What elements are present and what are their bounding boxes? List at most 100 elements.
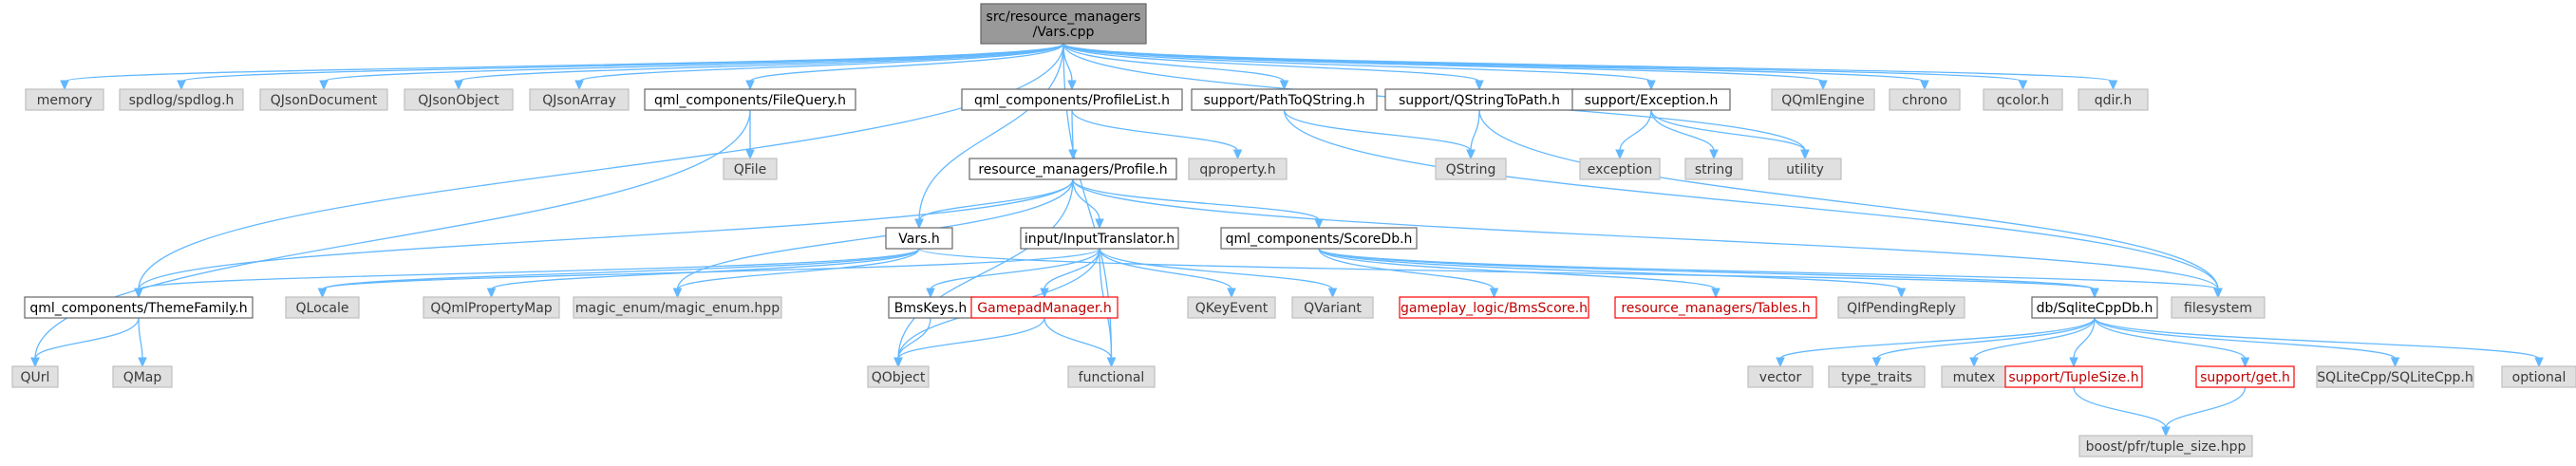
node-sqlitecpp-sqlitecpp-h: SQLiteCpp/SQLiteCpp.h xyxy=(2316,365,2474,388)
node-label: resource_managers/Profile.h xyxy=(978,162,1167,177)
node-label: utility xyxy=(1786,162,1824,177)
edge-root-to-qstringtopath xyxy=(1062,43,1484,91)
node-bmskeys-h[interactable]: BmsKeys.h xyxy=(888,296,973,319)
edge-vars-to-magicenum xyxy=(672,248,920,299)
node-label: support/QStringToPath.h xyxy=(1399,93,1560,108)
node-label: boost/pfr/tuple_size.hpp xyxy=(2086,439,2247,455)
node-label: chrono xyxy=(1902,93,1947,108)
edge-inputtranslator-to-qlocale xyxy=(317,248,1100,299)
edge-gamepadmanager-to-qobject xyxy=(893,317,1045,368)
edge-sqlitecppdb-to-vector xyxy=(1776,317,2096,368)
node-label: QKeyEvent xyxy=(1195,301,1269,316)
node-label: optional xyxy=(2512,370,2567,385)
node-label: qml_components/ProfileList.h xyxy=(974,93,1170,108)
node-label: mutex xyxy=(1953,370,1996,385)
edge-root-to-pathtoqstring xyxy=(1062,43,1289,91)
node-label: QObject xyxy=(872,370,926,385)
node-label: spdlog/spdlog.h xyxy=(129,93,235,108)
node-db-sqlitecppdb-h[interactable]: db/SqliteCppDb.h xyxy=(2031,296,2158,319)
node-label: BmsKeys.h xyxy=(894,301,968,316)
node-qml-components-filequery-h[interactable]: qml_components/FileQuery.h xyxy=(644,88,856,111)
node-label: gameplay_logic/BmsScore.h xyxy=(1401,301,1588,316)
node-label: input/InputTranslator.h xyxy=(1025,232,1175,247)
edge-pathtoqstring-to-qstring xyxy=(1283,109,1476,160)
node-label: QQmlEngine xyxy=(1781,93,1865,108)
node-spdlog-spdlog-h: spdlog/spdlog.h xyxy=(119,88,244,111)
edge-profilelist-to-profile xyxy=(1068,109,1078,160)
edge-sqlitecppdb-to-optional xyxy=(2094,317,2544,368)
edge-scoredb-to-tables xyxy=(1318,248,1720,299)
edge-scoredb-to-qifpendingreply xyxy=(1318,248,1907,299)
node-label: support/PathToQString.h xyxy=(1203,93,1364,108)
edge-root-to-filequery xyxy=(745,43,1064,91)
node-mutex: mutex xyxy=(1941,365,2007,388)
node-qcolor-h: qcolor.h xyxy=(1983,88,2063,111)
node-boost-pfr-tuple-size-hpp: boost/pfr/tuple_size.hpp xyxy=(2078,435,2253,457)
node-label: QUrl xyxy=(21,370,50,385)
node-support-get-h[interactable]: support/get.h xyxy=(2195,365,2295,388)
edge-scoredb-to-bmsscore xyxy=(1318,248,1499,299)
node-qstring: QString xyxy=(1435,158,1507,180)
node-qqmlpropertymap: QQmlPropertyMap xyxy=(423,296,560,319)
node-qfile: QFile xyxy=(723,158,778,180)
node-filesystem: filesystem xyxy=(2171,296,2266,319)
edge-sqlitecppdb-to-type_traits xyxy=(1871,317,2096,368)
node-label: qcolor.h xyxy=(1997,93,2049,108)
edge-inputtranslator-to-bmskeys xyxy=(926,248,1100,299)
edge-scoredb-to-sqlitecppdb xyxy=(1318,248,2099,299)
node-label: QQmlPropertyMap xyxy=(430,301,552,316)
edge-profile-to-vars xyxy=(914,178,1074,230)
node-label: functional xyxy=(1079,370,1145,385)
node-qml-components-profilelist-h[interactable]: qml_components/ProfileList.h xyxy=(961,88,1183,111)
node-qvariant: QVariant xyxy=(1291,296,1374,319)
node-string: string xyxy=(1684,158,1743,180)
node-label: vector xyxy=(1759,370,1802,385)
edge-sqlitecppdb-to-get xyxy=(2094,317,2250,368)
edge-profile-to-scoredb xyxy=(1072,178,1324,230)
node-label: db/SqliteCppDb.h xyxy=(2037,301,2153,316)
node-label: /Vars.cpp xyxy=(1033,25,1095,40)
node-support-pathtoqstring-h[interactable]: support/PathToQString.h xyxy=(1191,88,1378,111)
edge-filequery-to-qfile xyxy=(745,109,755,160)
node-qjsonarray: QJsonArray xyxy=(529,88,630,111)
node-input-inputtranslator-h[interactable]: input/InputTranslator.h xyxy=(1020,227,1179,250)
node-label: QJsonArray xyxy=(542,93,616,108)
edge-vars-to-sqlitecppdb xyxy=(918,248,2099,299)
node-src-resource-managers-vars-cpp[interactable]: src/resource_managers/Vars.cpp xyxy=(980,3,1147,45)
node-vars-h[interactable]: Vars.h xyxy=(885,227,953,250)
edge-root-to-qjsonobject xyxy=(454,43,1064,91)
edge-root-to-profilelist xyxy=(1062,43,1077,91)
node-label: magic_enum/magic_enum.hpp xyxy=(575,301,780,316)
node-chrono: chrono xyxy=(1889,88,1961,111)
edge-vars-to-qlocale xyxy=(317,248,920,299)
node-qifpendingreply: QIfPendingReply xyxy=(1837,296,1965,319)
node-qml-components-scoredb-h[interactable]: qml_components/ScoreDb.h xyxy=(1220,227,1418,250)
node-label: type_traits xyxy=(1841,370,1912,385)
node-label: filesystem xyxy=(2184,301,2252,316)
node-label: support/Exception.h xyxy=(1585,93,1719,108)
edge-vars-to-qqmlpropertymap xyxy=(486,248,920,299)
node-resource-managers-tables-h[interactable]: resource_managers/Tables.h xyxy=(1614,296,1817,319)
node-label: qml_components/ThemeFamily.h xyxy=(29,301,247,316)
node-label: QFile xyxy=(734,162,766,177)
node-label: QIfPendingReply xyxy=(1847,301,1956,316)
edge-root-to-qjsondocument xyxy=(319,43,1064,91)
node-label: support/TupleSize.h xyxy=(2008,370,2138,385)
node-qobject: QObject xyxy=(867,365,930,388)
node-resource-managers-profile-h[interactable]: resource_managers/Profile.h xyxy=(968,158,1177,180)
edge-get-to-boostpfr xyxy=(2161,386,2247,438)
node-qjsonobject: QJsonObject xyxy=(404,88,514,111)
edge-themefamily-to-qmap xyxy=(138,317,147,368)
node-label: support/get.h xyxy=(2200,370,2290,385)
node-support-tuplesize-h[interactable]: support/TupleSize.h xyxy=(2004,365,2143,388)
node-support-exception-h[interactable]: support/Exception.h xyxy=(1571,88,1731,111)
node-support-qstringtopath-h[interactable]: support/QStringToPath.h xyxy=(1384,88,1574,111)
node-gamepadmanager-h[interactable]: GamepadManager.h xyxy=(970,296,1119,319)
edge-root-to-spdlog xyxy=(177,43,1064,91)
node-qlocale: QLocale xyxy=(285,296,360,319)
node-gameplay-logic-bmsscore-h[interactable]: gameplay_logic/BmsScore.h xyxy=(1399,296,1589,319)
edge-exception_h-to-utility xyxy=(1650,109,1810,160)
node-qml-components-themefamily-h[interactable]: qml_components/ThemeFamily.h xyxy=(24,296,254,319)
edge-sqlitecppdb-to-tuplesize xyxy=(2069,317,2096,368)
